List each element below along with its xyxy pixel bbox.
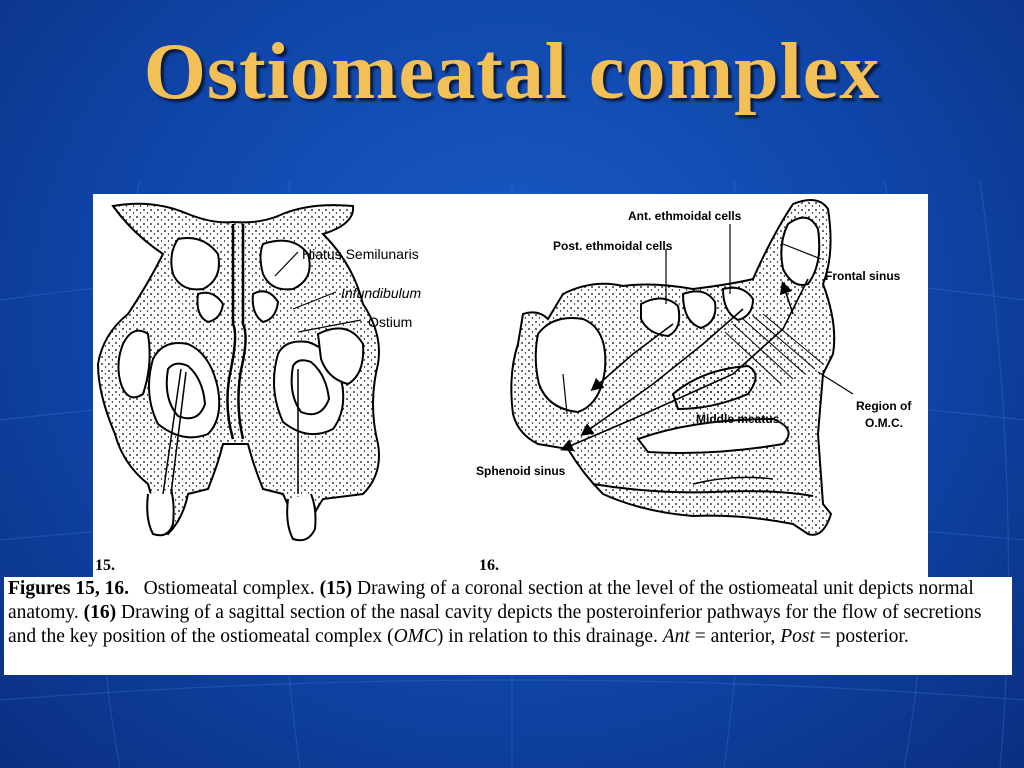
caption-title: Ostiomeatal complex. [143,578,315,599]
label-middle-meatus: Middle meatus [696,412,780,426]
slide-title: Ostiomeatal complex [143,28,881,116]
caption-text-16a: Drawing of a sagittal section of the nas… [8,602,982,647]
figure-panel: Hiatus Semilunaris Infundibulum Ostium 1… [93,194,928,578]
label-ant-ethmoidal-cells: Ant. ethmoidal cells [628,209,742,223]
label-hiatus-semilunaris: Hiatus Semilunaris [302,246,419,262]
label-sphenoid-sinus: Sphenoid sinus [476,464,566,478]
figure-15-number: 15. [95,557,115,574]
anatomy-figure: Hiatus Semilunaris Infundibulum Ostium 1… [95,199,912,574]
label-frontal-sinus: Frontal sinus [825,269,901,283]
caption-panel: Figures 15, 16. Ostiomeatal complex. (15… [4,577,1012,675]
caption-ant-abbr: Ant [662,626,690,647]
label-region-of: Region of [856,399,912,413]
caption-ref-16: (16) [83,602,117,623]
label-infundibulum: Infundibulum [341,285,422,301]
caption-omc-abbr: OMC [393,626,437,647]
sagittal-section-drawing [510,199,854,536]
caption-text-16b: ) in relation to this drainage. [436,626,658,647]
label-post-ethmoidal-cells: Post. ethmoidal cells [553,239,673,253]
caption-text-15: Drawing of a coronal section at the leve… [8,578,974,623]
label-omc: O.M.C. [865,416,903,430]
caption-ref-15: (15) [319,578,353,599]
figure-caption: Figures 15, 16. Ostiomeatal complex. (15… [8,577,1010,649]
label-ostium: Ostium [368,314,412,330]
caption-ant-def: = anterior, [689,626,781,647]
coronal-section-drawing [96,202,380,542]
caption-post-def: = posterior. [814,626,909,647]
caption-figures: Figures 15, 16. [8,578,129,599]
caption-post-abbr: Post [780,626,815,647]
figure-16-number: 16. [479,557,499,574]
